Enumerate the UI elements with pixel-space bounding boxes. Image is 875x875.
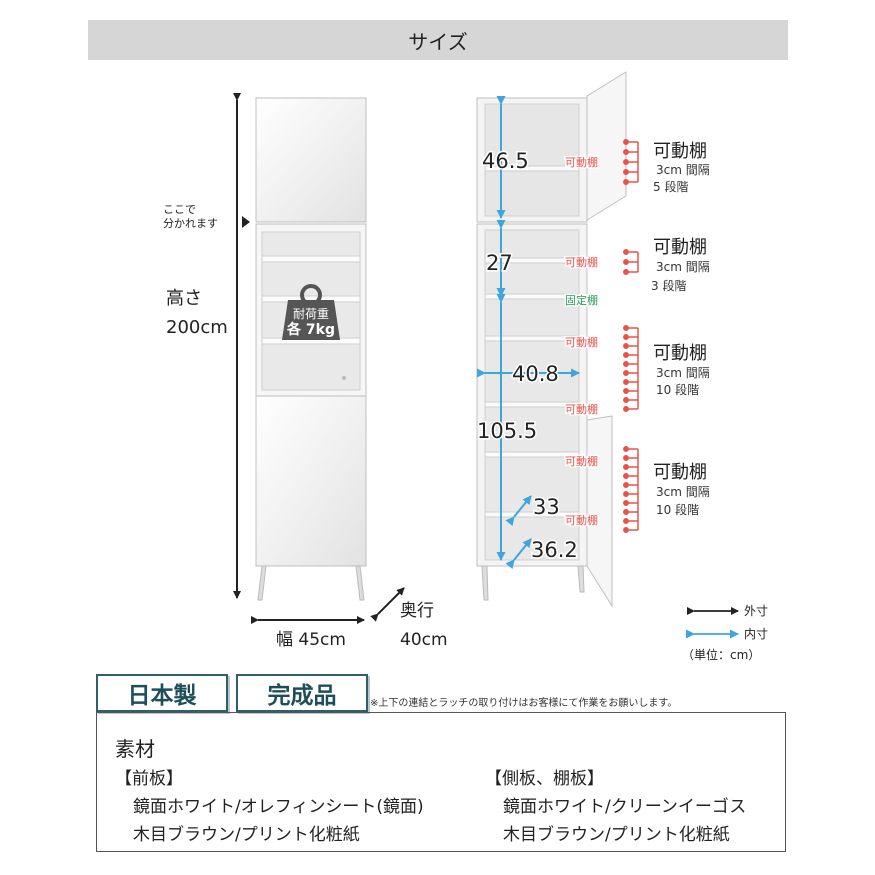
group-3-line1: 3cm 間隔 (656, 366, 710, 380)
section-title-bar: サイズ (88, 20, 788, 60)
group-2-line1: 3cm 間隔 (656, 260, 710, 274)
legend-outer: 外寸 (744, 604, 768, 618)
front-view-cabinet (255, 97, 367, 601)
weight-icon: 耐荷重 各 7kg (282, 284, 340, 340)
shelf-tag-2: 可動棚 (565, 255, 598, 269)
group-2-line2: 3 段階 (651, 278, 686, 293)
depth-2-value: 36.2 (531, 538, 578, 562)
shelf-position-dots-1 (623, 139, 639, 185)
group-3-line2: 10 段階 (656, 382, 699, 397)
made-in-japan-badge: 日本製 (96, 674, 228, 712)
width-label: 幅 45cm (276, 630, 346, 650)
upper-height-value: 46.5 (482, 149, 529, 173)
front-panel-item: 木目ブラウン/プリント化粧紙 (133, 825, 360, 845)
shelf-tag-6: 可動棚 (565, 513, 598, 527)
group-4-title: 可動棚 (653, 462, 707, 483)
group-4-line1: 3cm 間隔 (656, 485, 710, 499)
materials-box: 素材 【前板】 鏡面ホワイト/オレフィンシート(鏡面) 木目ブラウン/プリント化… (96, 712, 786, 852)
legend-unit: （単位：cm） (682, 647, 760, 662)
depth-value: 40cm (400, 630, 448, 650)
shelf-position-dots-3 (623, 325, 639, 412)
group-2-title: 可動棚 (653, 237, 707, 258)
mid-height-value: 27 (486, 251, 513, 275)
group-1-line2: 5 段階 (653, 179, 688, 194)
dimension-legend: 外寸 内寸 （単位：cm） (682, 604, 768, 662)
legend-inner: 内寸 (744, 627, 768, 641)
side-panel-item: 木目ブラウン/プリント化粧紙 (503, 825, 730, 845)
split-note-1: ここで (163, 203, 196, 216)
shelf-tag-fixed: 固定棚 (565, 293, 598, 307)
inner-width-value: 40.8 (512, 362, 559, 386)
movable-shelf-group-2: 可動棚 3cm 間隔 3 段階 (651, 237, 710, 293)
shelf-position-dots-4 (623, 446, 639, 533)
weight-label-2: 各 7kg (286, 321, 335, 338)
lower-door (255, 395, 367, 567)
depth-label: 奥行 (400, 601, 434, 621)
assembled-badge: 完成品 (236, 674, 368, 712)
assembled-label: 完成品 (267, 683, 337, 709)
group-4-line2: 10 段階 (656, 502, 699, 517)
side-panel-item: 鏡面ホワイト/クリーンイーゴス (503, 797, 747, 817)
side-panel-header: 【側板、棚板】 (485, 769, 604, 789)
lower-height-value: 105.5 (477, 419, 537, 443)
group-3-title: 可動棚 (653, 343, 707, 364)
materials-title: 素材 (115, 737, 155, 761)
movable-shelf-group-1: 可動棚 3cm 間隔 5 段階 (653, 141, 710, 194)
split-note-2: 分かれます (163, 217, 218, 230)
shelf-tag-1: 可動棚 (565, 155, 598, 169)
shelf-tag-4: 可動棚 (565, 402, 598, 416)
section-title: サイズ (408, 29, 468, 54)
movable-shelf-group-3: 可動棚 3cm 間隔 10 段階 (653, 343, 710, 397)
weight-label-1: 耐荷重 (293, 307, 329, 321)
made-in-japan-label: 日本製 (127, 683, 197, 709)
front-panel-column: 【前板】 鏡面ホワイト/オレフィンシート(鏡面) 木目ブラウン/プリント化粧紙 (115, 765, 424, 849)
shelf-tag-3: 可動棚 (565, 335, 598, 349)
depth-1-arrow (505, 495, 532, 527)
depth-2-arrow (505, 538, 532, 570)
upper-door (255, 97, 367, 223)
front-panel-header: 【前板】 (115, 769, 183, 789)
group-1-line1: 3cm 間隔 (656, 163, 710, 177)
assembly-note: ※上下の連結とラッチの取り付けはお客様にて作業をお願いします。 (370, 698, 678, 709)
shelf-tag-5: 可動棚 (565, 454, 598, 468)
side-panel-column: 【側板、棚板】 鏡面ホワイト/クリーンイーゴス 木目ブラウン/プリント化粧紙 (485, 765, 746, 849)
height-label: 高さ (166, 288, 202, 309)
split-marker-icon (242, 216, 250, 228)
movable-shelf-group-4: 可動棚 3cm 間隔 10 段階 (653, 462, 710, 517)
front-panel-item: 鏡面ホワイト/オレフィンシート(鏡面) (133, 797, 424, 817)
lower-open-door (586, 415, 613, 608)
depth-arrow (370, 587, 405, 622)
shelf-position-dots-2 (623, 249, 639, 275)
depth-1-value: 33 (533, 495, 560, 519)
upper-open-door (586, 71, 627, 221)
height-value: 200cm (166, 317, 228, 338)
group-1-title: 可動棚 (653, 141, 707, 162)
